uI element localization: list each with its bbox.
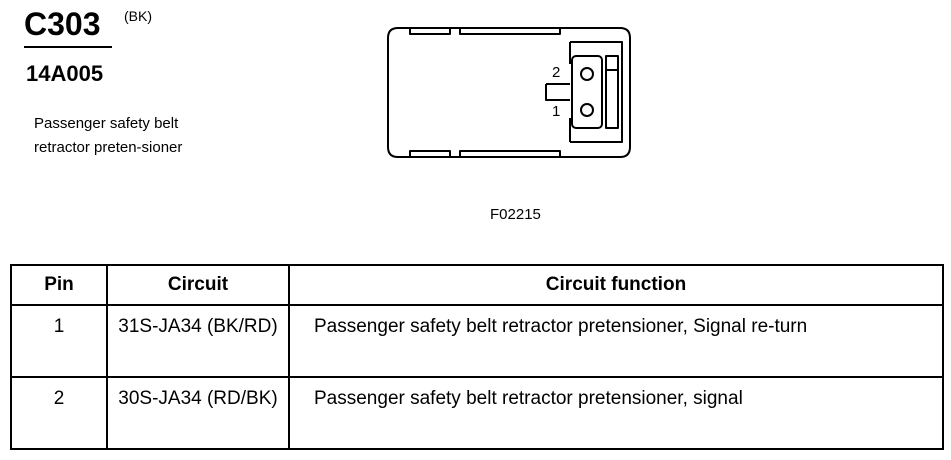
- part-number: 14A005: [26, 61, 104, 86]
- cell-circuit-function: Passenger safety belt retractor pretensi…: [288, 376, 944, 450]
- table-row: 1 31S-JA34 (BK/RD) Passenger safety belt…: [10, 304, 944, 378]
- title-underline: [24, 46, 112, 48]
- figure-id: F02215: [490, 206, 541, 223]
- pin-label-1: 1: [552, 103, 561, 120]
- column-header-circuit: Circuit: [106, 264, 290, 306]
- pinout-table: Pin Circuit Circuit function 1 31S-JA34 …: [10, 264, 944, 450]
- connector-id: C303: [24, 6, 101, 42]
- table-row: 2 30S-JA34 (RD/BK) Passenger safety belt…: [10, 376, 944, 450]
- pin-label-2: 2: [552, 64, 561, 81]
- connector-description: Passenger safety belt retractor preten-s…: [34, 115, 183, 156]
- table-header-row: Pin Circuit Circuit function: [10, 264, 944, 306]
- connector-color-code: (BK): [124, 8, 152, 24]
- cell-pin: 1: [10, 304, 108, 378]
- cell-circuit-function: Passenger safety belt retractor pretensi…: [288, 304, 944, 378]
- column-header-circuit-function: Circuit function: [288, 264, 944, 306]
- cell-pin: 2: [10, 376, 108, 450]
- connector-face-drawing: [387, 27, 631, 158]
- column-header-pin: Pin: [10, 264, 108, 306]
- cell-circuit: 31S-JA34 (BK/RD): [106, 304, 290, 378]
- cell-circuit: 30S-JA34 (RD/BK): [106, 376, 290, 450]
